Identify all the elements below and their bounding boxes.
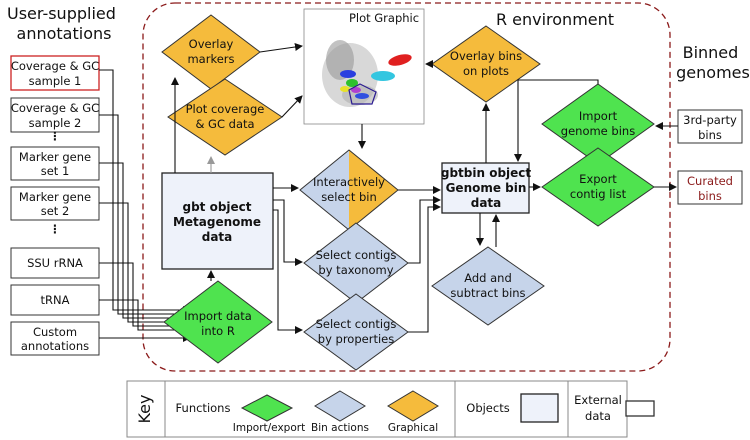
input-edges [99,69,191,342]
select-taxonomy-diamond: Select contigs by taxonomy [303,222,409,304]
input-label: set 2 [41,204,70,218]
node-label: Add and [464,271,512,285]
import-genome-bins-diamond: Import genome bins [541,83,655,165]
key-objects-label: Objects [466,401,509,415]
workflow-edges [171,43,678,334]
input-marker-gene-1: Marker gene set 1 [10,146,100,181]
input-label: sample 1 [29,74,82,88]
key-title: Key [135,394,154,423]
key-external-label: External [574,393,622,407]
node-label: Import [579,109,618,123]
heading-line: User-supplied [7,4,116,23]
node-label: by properties [318,332,394,346]
input-label: tRNA [41,293,70,307]
node-label: subtract bins [450,286,525,300]
node-label: by taxonomy [318,263,393,277]
heading-line: genomes [676,63,750,82]
input-label: Coverage & GC [11,59,99,73]
select-properties-diamond: Select contigs by properties [303,293,409,371]
node-label: gbtbin object [441,166,532,180]
key-green-swatch [240,394,294,422]
input-ellipsis: ⋮ [49,129,61,143]
key-import-export-label: Import/export [233,422,305,434]
input-label: Marker gene [19,190,91,204]
overlay-markers-diamond: Overlay markers [161,14,261,90]
input-label: Custom [33,325,77,339]
input-ssu-rrna: SSU rRNA [10,247,100,279]
r-environment-heading: R environment [496,10,614,29]
node-label: data [202,230,233,244]
key-object-swatch [520,393,559,423]
node-label: select bin [321,190,377,204]
plot-graphic: Plot Graphic [303,8,425,125]
node-label: Curated [687,174,733,188]
key-graphical-label: Graphical [388,422,438,434]
gbtbin-object-box: gbtbin object Genome bin data [441,162,532,214]
input-label: SSU rRNA [27,256,83,270]
key-orange-swatch [387,390,439,422]
key-functions-label: Functions [176,401,231,415]
plot-graphic-title: Plot Graphic [349,11,419,25]
node-label: Overlay [189,37,234,51]
key-panel: Key Functions Import/export Bin actions … [126,380,655,438]
node-label: Plot coverage [186,102,265,116]
node-label: Import data [184,309,252,323]
curated-bins-box: Curated bins [677,170,743,205]
node-label: Interactively [313,175,385,189]
node-label: on plots [463,64,509,78]
input-label: Coverage & GC [11,101,99,115]
node-label: bins [698,189,722,203]
node-label: 3rd-party [683,113,737,127]
key-blue-swatch [314,390,366,422]
user-annotations-heading: User-supplied annotations [7,4,121,43]
input-label: set 1 [41,164,70,178]
plot-scatter-points [322,40,412,107]
input-coverage-gc-2: Coverage & GC sample 2 [10,97,100,133]
node-label: data [471,196,502,210]
export-contig-diamond: Export contig list [541,147,655,227]
plot-coverage-diamond: Plot coverage & GC data [167,78,283,156]
heading-line: annotations [17,24,112,43]
input-ellipsis: ⋮ [49,222,61,236]
heading-line: Binned [683,43,739,62]
key-external-swatch [625,400,655,417]
input-label: Marker gene [19,150,91,164]
node-label: genome bins [561,124,635,138]
input-marker-gene-2: Marker gene set 2 [10,186,100,221]
input-trna: tRNA [10,284,100,316]
node-label: gbt object [182,200,251,214]
node-label: contig list [570,187,627,201]
input-coverage-gc-1: Coverage & GC sample 1 [10,55,100,91]
input-label: sample 2 [29,116,82,130]
interactively-select-diamond: Interactively select bin [299,149,399,231]
input-custom-annotations: Custom annotations [10,321,100,356]
key-bin-actions-label: Bin actions [311,422,369,434]
overlay-bins-diamond: Overlay bins on plots [431,25,541,103]
input-label: annotations [21,339,89,353]
node-label: markers [187,52,234,66]
third-party-bins-box: 3rd-party bins [677,109,743,144]
add-subtract-diamond: Add and subtract bins [431,246,545,326]
key-external-label: data [585,409,611,423]
node-label: bins [698,128,722,142]
node-label: Genome bin [446,181,527,195]
gbt-object-box: gbt object Metagenome data [161,172,274,270]
node-label: into R [201,324,235,338]
binned-genomes-heading: Binned genomes [676,43,750,82]
node-label: Export [579,172,617,186]
node-label: & GC data [195,117,254,131]
node-label: Metagenome [173,215,261,229]
node-label: Overlay bins [450,49,522,63]
node-label: Select contigs [316,248,397,262]
node-label: Select contigs [316,317,397,331]
import-data-diamond: Import data into R [163,280,273,364]
